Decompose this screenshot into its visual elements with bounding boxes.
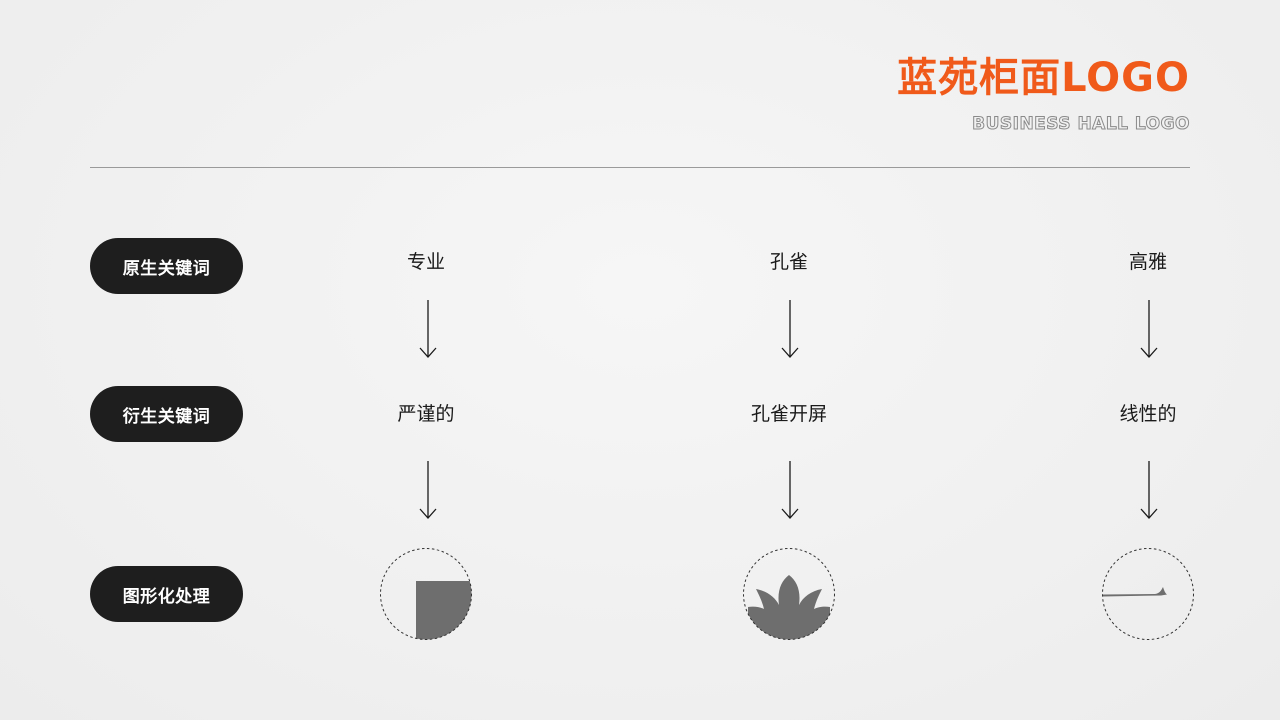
down-arrow-icon [1140, 461, 1158, 519]
row-label-graphic-processing: 图形化处理 [90, 566, 243, 622]
square-in-circle-icon [380, 548, 472, 640]
derived-keyword-2: 孔雀开屏 [750, 403, 827, 425]
down-arrow-icon [419, 300, 437, 358]
peacock-fan-icon [743, 548, 835, 640]
original-keyword-1: 专业 [406, 251, 445, 273]
row-label-original-keywords: 原生关键词 [90, 238, 243, 294]
linear-stroke-icon [1102, 548, 1194, 640]
page-title: 蓝苑柜面LOGO [897, 55, 1190, 101]
original-keyword-3: 高雅 [1128, 251, 1167, 273]
down-arrow-icon [1140, 300, 1158, 358]
down-arrow-icon [419, 461, 437, 519]
header-divider [90, 167, 1190, 168]
derived-keyword-3: 线性的 [1119, 403, 1177, 425]
row-label-derived-keywords: 衍生关键词 [90, 386, 243, 442]
down-arrow-icon [781, 461, 799, 519]
derived-keyword-1: 严谨的 [397, 403, 455, 425]
down-arrow-icon [781, 300, 799, 358]
original-keyword-2: 孔雀 [769, 251, 808, 273]
page-subtitle: BUSINESS HALL LOGO [972, 114, 1190, 135]
